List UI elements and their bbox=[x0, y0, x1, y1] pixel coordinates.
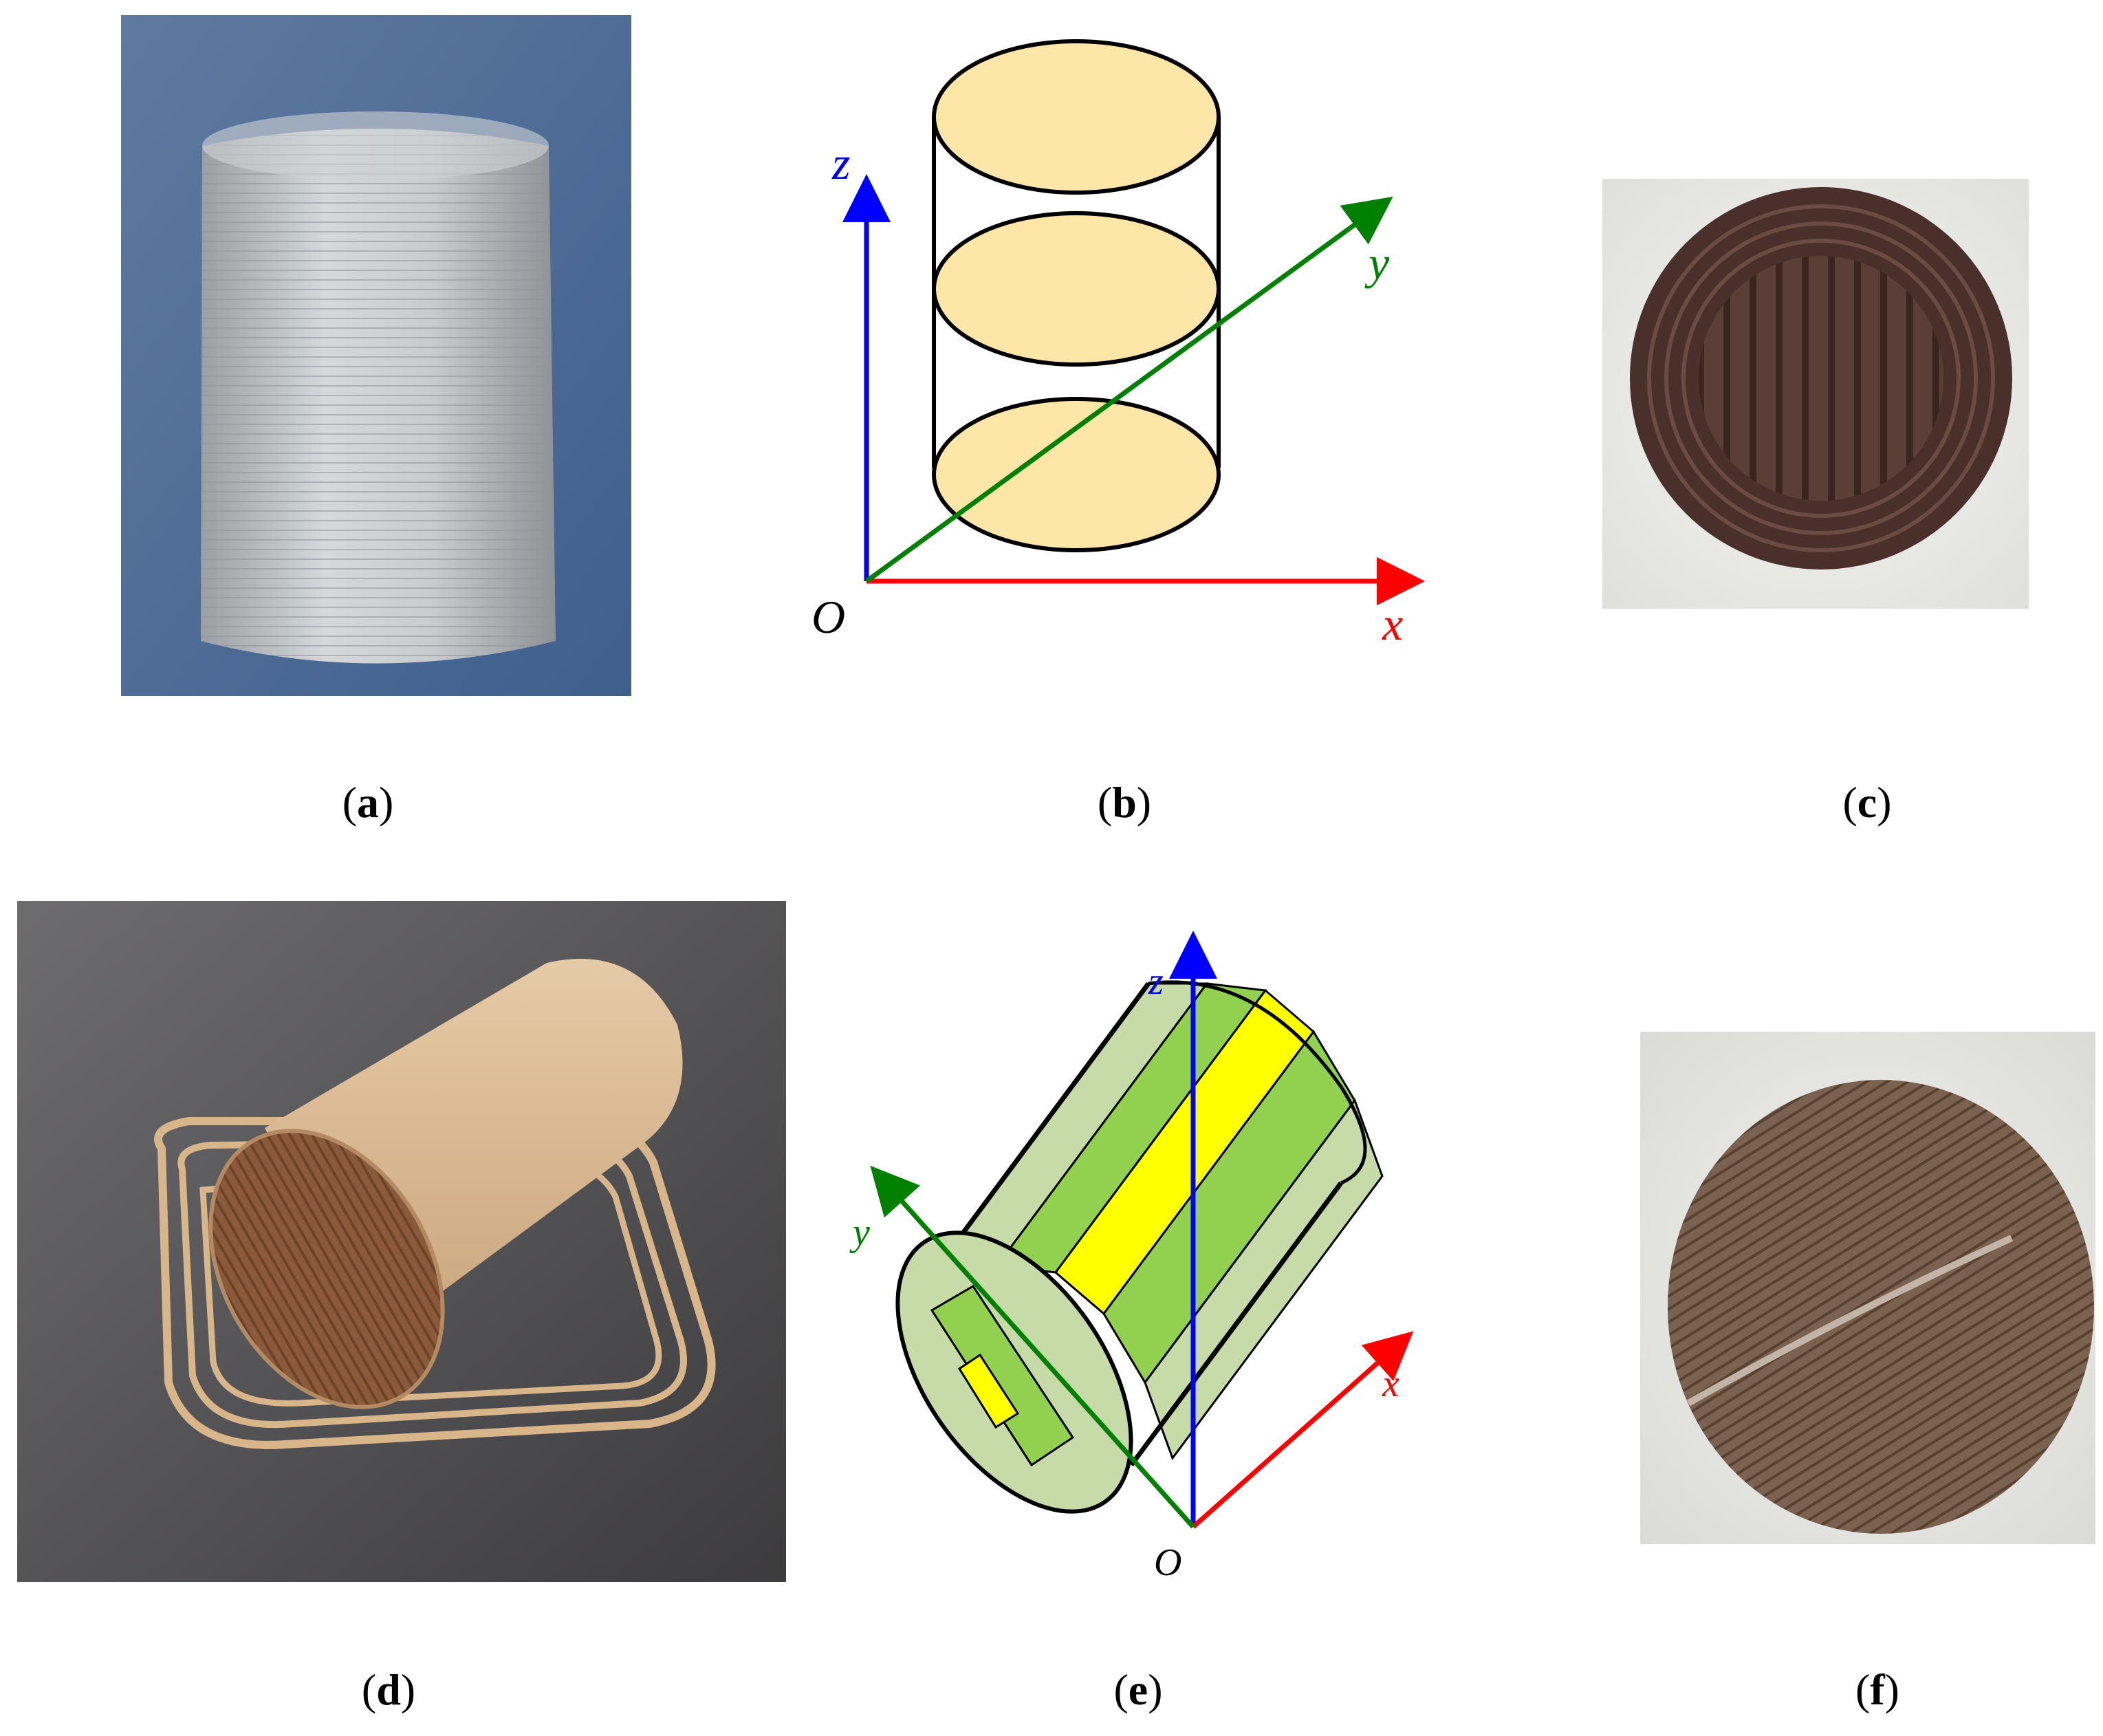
layer-bottom bbox=[932, 397, 1221, 552]
caption-f: (f) bbox=[1855, 1665, 1899, 1714]
y-axis-label: y bbox=[1364, 237, 1390, 289]
diagram-vertical-layers: z y x O bbox=[811, 39, 1425, 650]
caption-b: (b) bbox=[1097, 778, 1152, 827]
origin-label: O bbox=[1154, 1541, 1181, 1584]
y-axis bbox=[864, 196, 1393, 583]
x-axis-label: x bbox=[1382, 598, 1403, 650]
photo-vertical-cross-section bbox=[1602, 179, 2029, 609]
photo-horizontal-cross-section bbox=[1640, 1032, 2095, 1544]
caption-c: (c) bbox=[1842, 778, 1892, 827]
layer-middle bbox=[932, 211, 1221, 367]
photo-horizontal-cylinder bbox=[17, 901, 786, 1582]
caption-e: (e) bbox=[1113, 1665, 1163, 1714]
z-axis-label: z bbox=[1148, 960, 1164, 1003]
y-axis bbox=[870, 1165, 1195, 1529]
caption-d: (d) bbox=[361, 1665, 416, 1714]
layer-top bbox=[932, 39, 1221, 195]
y-axis-label: y bbox=[849, 1211, 870, 1254]
photo-vertical-cylinder bbox=[121, 15, 631, 696]
diagram-horizontal-strands: z y x O bbox=[849, 931, 1414, 1584]
caption-a: (a) bbox=[342, 778, 394, 827]
strand-group bbox=[937, 982, 1384, 1461]
x-axis bbox=[1191, 1331, 1414, 1529]
origin-label: O bbox=[811, 591, 845, 643]
x-axis-label: x bbox=[1382, 1363, 1399, 1405]
z-axis-label: z bbox=[831, 137, 850, 189]
